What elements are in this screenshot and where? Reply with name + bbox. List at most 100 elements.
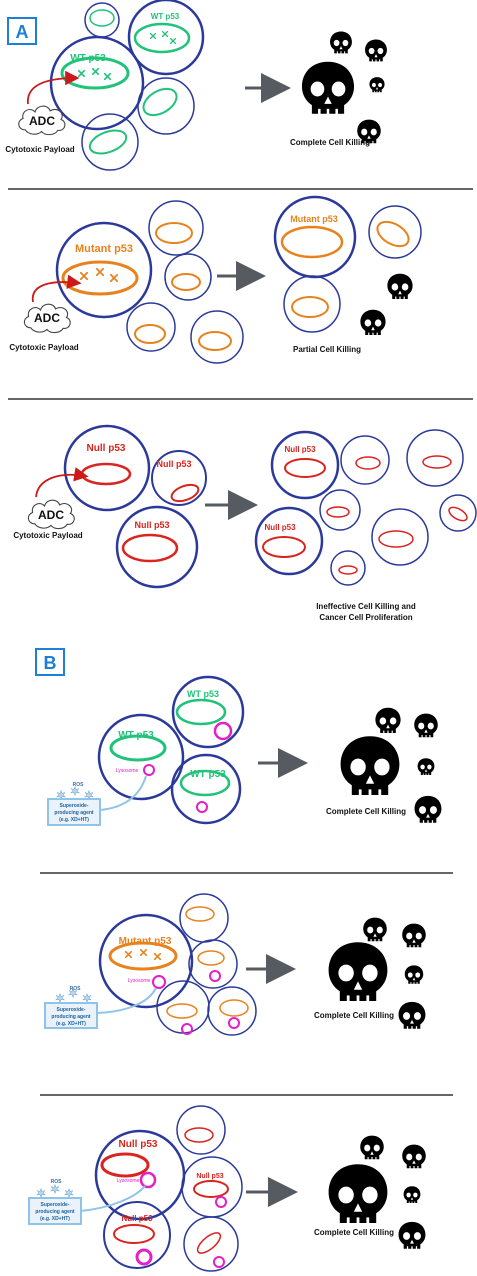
ros-label: ROS (70, 986, 82, 992)
skull-icon (398, 1221, 426, 1250)
row-b3: Null p53 Lysosome Null p53 Null p53 ROS (28, 1105, 426, 1272)
nucleus-null (193, 1180, 229, 1198)
nucleus-null (100, 1152, 150, 1178)
cell-label-wt: WT p53 (118, 730, 154, 741)
agent-line3: (e.g. XD+HT) (56, 1021, 86, 1027)
lysosome-label: Lysosome (117, 1178, 140, 1184)
cell-medium (170, 753, 242, 825)
payload-arrow (31, 274, 82, 303)
cell-label-null: Null p53 (87, 443, 126, 454)
nucleus-wt (133, 22, 191, 54)
cell-label-null: Null p53 (119, 1139, 158, 1150)
lysosome (213, 1256, 225, 1268)
nucleus-mutant (61, 260, 139, 296)
nucleus-mutant (280, 225, 344, 259)
agent-box: ROS Superoxide- producing agent (e.g. XD… (47, 782, 101, 826)
adc-label: ADC (38, 508, 64, 522)
cell-label-wt-2: WT p53 (187, 689, 219, 699)
agent-line3: (e.g. XD+HT) (59, 817, 89, 823)
nucleus-mutant (291, 296, 329, 318)
skull-icon (414, 713, 438, 738)
row-a1: WT p53 WT p53 ADC Cytotoxic Payload (5, 0, 387, 171)
nucleus-wt (109, 734, 167, 762)
ros-icon (55, 993, 65, 1003)
outcome-label: Partial Cell Killing (293, 345, 361, 354)
cell-large (97, 713, 185, 801)
cell-medium (151, 450, 207, 506)
nucleus-null (196, 1232, 222, 1254)
skull-icon (360, 309, 386, 336)
cell-label-null-5: Null p53 (264, 523, 296, 532)
agent-connector (80, 1185, 146, 1212)
cell-small (164, 253, 212, 301)
nucleus-wt (60, 56, 130, 90)
row-a3: Null p53 Null p53 Null p53 ADC Cytotoxic… (13, 424, 477, 622)
lysosome (152, 975, 166, 989)
skull-icon (301, 61, 355, 115)
cell-small (137, 77, 195, 135)
ros-label: ROS (73, 782, 85, 788)
skull-icon (375, 707, 401, 734)
lysosome-label: Lysosome (128, 978, 151, 984)
nucleus-wt (88, 129, 128, 155)
nucleus-wt (175, 698, 227, 726)
payload-label: Cytotoxic Payload (5, 145, 74, 154)
nucleus-mutant (198, 331, 232, 351)
cell-label-wt-2: WT p53 (151, 12, 180, 21)
payload-label: Cytotoxic Payload (13, 531, 82, 540)
skull-icon (414, 795, 442, 824)
cell-large (63, 424, 151, 512)
nucleus-wt (89, 9, 115, 27)
payload-label: Cytotoxic Payload (9, 343, 78, 352)
agent-line1: Superoxide- (41, 1202, 70, 1208)
cell-small (368, 205, 422, 259)
row-b1: WT p53 Lysosome WT p53 WT p53 ROS Supero… (47, 675, 442, 826)
row-b2: Mutant p53 Lysosome ROS Superoxide- (44, 893, 426, 1036)
cell-label-null-2: Null p53 (156, 459, 191, 469)
cell-medium (103, 1201, 171, 1269)
cell-label-wt-3: WT p53 (190, 769, 226, 780)
nucleus-null (121, 533, 179, 563)
payload-arrow (35, 467, 89, 498)
cell-medium (171, 675, 245, 749)
panel-b: B WT p53 Lysosome WT p53 WT p53 ROS Supe (28, 648, 453, 1272)
lysosome-label: Lysosome (116, 768, 139, 774)
chromosome-glyphs (78, 68, 111, 80)
nucleus-mutant (197, 950, 225, 966)
outcome-label: Complete Cell Killing (326, 807, 406, 816)
panel-a-label: A (16, 22, 29, 42)
lysosome (139, 1171, 157, 1189)
lysosome (209, 970, 221, 982)
ros-icon (82, 993, 92, 1003)
ros-icon (64, 1188, 74, 1198)
ros-label: ROS (51, 1179, 63, 1185)
panel-a: A WT p53 WT p53 ADC Cytotoxic Paylo (5, 0, 477, 622)
skull-icon (402, 1144, 426, 1169)
agent-box: ROS Superoxide- producing agent (e.g. XD… (44, 986, 98, 1029)
cell-label-wt: WT p53 (70, 53, 106, 64)
lysosome (228, 1017, 240, 1029)
nucleus-null (184, 1127, 214, 1143)
agent-line3: (e.g. XD+HT) (40, 1216, 70, 1222)
nucleus-mutant (155, 222, 193, 244)
row-a2: Mutant p53 ADC Cytotoxic Payload Mutant … (9, 195, 422, 364)
cell-small (183, 1216, 239, 1272)
skull-icon (417, 758, 435, 776)
outcome-label-line2: Cancer Cell Proliferation (319, 613, 412, 622)
cell-label-null-2: Null p53 (196, 1173, 223, 1180)
agent-connector (96, 987, 157, 1014)
agent-line1: Superoxide- (57, 1007, 86, 1013)
skull-icon (404, 965, 424, 985)
cell-small (126, 302, 176, 352)
cell-label-mutant-2: Mutant p53 (290, 214, 338, 224)
nucleus-null (170, 483, 200, 503)
cell-small (207, 986, 257, 1036)
ros-icon (50, 1184, 60, 1194)
lysosome (143, 764, 155, 776)
cell-large (49, 35, 145, 131)
outcome-label: Complete Cell Killing (314, 1011, 394, 1020)
lysosome (215, 1196, 227, 1208)
lysosome (135, 1248, 153, 1266)
nucleus-mutant (134, 324, 166, 344)
